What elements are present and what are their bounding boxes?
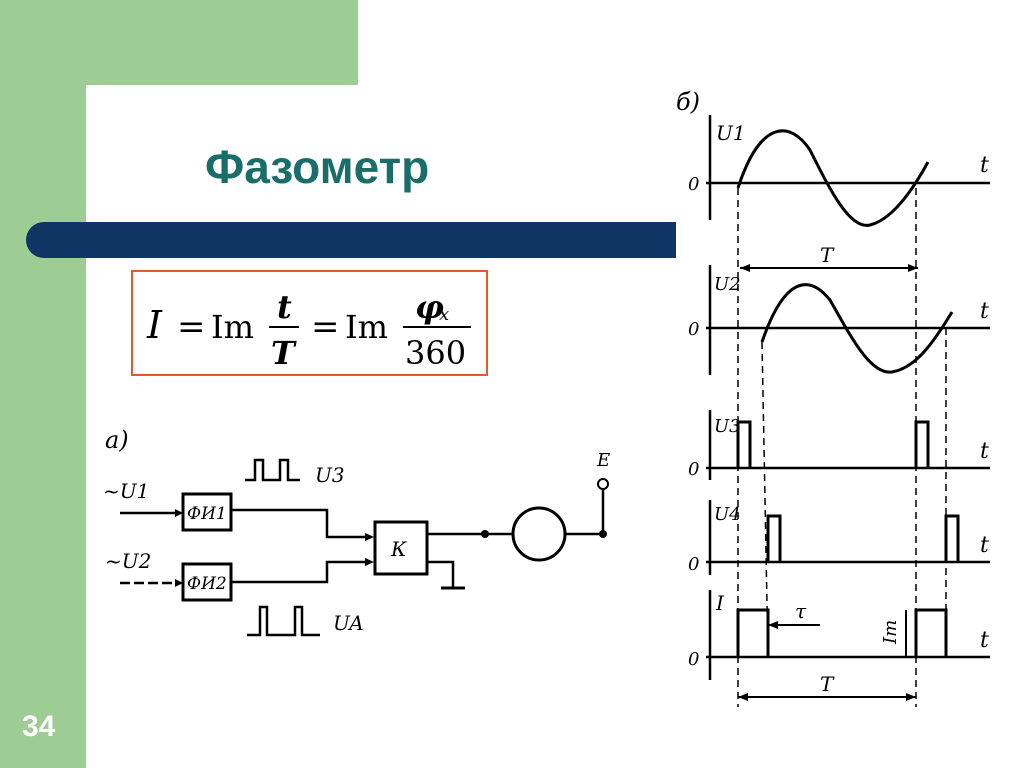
u4-zero: 0: [688, 554, 699, 575]
i-pulse-2: [914, 608, 948, 657]
i-label: I: [715, 591, 725, 615]
u3-pulse-2: [914, 420, 930, 468]
shaper2-label: ФИ2: [187, 574, 227, 594]
input1-label: ~U1: [103, 479, 149, 503]
key-label: К: [390, 537, 407, 561]
formula-frac2-sub: x: [439, 304, 449, 325]
u3-zero: 0: [688, 459, 699, 480]
wire-shaper1-key: [231, 508, 365, 539]
u1-wave: [736, 129, 930, 227]
formula-im1: Im: [211, 308, 254, 346]
tau-arrow: [768, 621, 778, 629]
pulse1-icon: [245, 458, 300, 482]
slide-title: Фазометр: [205, 141, 430, 193]
u1-t-label: t: [980, 153, 989, 178]
u3-label: U3: [714, 416, 741, 437]
input2-arrow: [175, 579, 183, 587]
shaper2-block: [181, 562, 233, 602]
timing-panel-label: б): [676, 88, 700, 116]
period-top-arrow-left: [740, 264, 750, 272]
u2-label: U2: [714, 274, 741, 295]
projection-line-2: [761, 341, 769, 658]
meter-node-left: [481, 530, 489, 538]
wire-shaper1-arrow: [365, 533, 374, 541]
content-card: [86, 85, 1024, 768]
block-panel-label: а): [105, 426, 129, 454]
formula-im2: Im: [345, 308, 388, 346]
u1-zero: 0: [688, 174, 699, 195]
u4-pulse-2: [944, 514, 960, 562]
timing-diagram: б) U1 0 t U2 0 t T U3 0 t U4 0 t I 0 t τ…: [676, 88, 990, 707]
meter-circle: [511, 506, 567, 562]
source-terminal: [597, 478, 609, 490]
u4-t-label: t: [980, 533, 989, 558]
u1-label: U1: [716, 121, 746, 145]
u3-t-label: t: [980, 439, 989, 464]
formula-lhs: I: [146, 303, 163, 347]
u2-zero: 0: [688, 319, 699, 340]
title-underline-bar: [26, 222, 676, 258]
formula-frac1-num: t: [277, 288, 292, 326]
source-label: E: [596, 450, 610, 471]
shaper1-block: [181, 492, 233, 532]
period-bottom-arrow-left: [738, 693, 748, 701]
i-pulse-1: [736, 608, 770, 657]
formula-frac1-den: T: [271, 334, 297, 372]
formula-box: I = Im t T = Im φ x 360: [131, 270, 488, 376]
ground-wire: [427, 560, 455, 588]
page-number: 34: [22, 710, 56, 743]
period-bottom-arrow-right: [906, 693, 916, 701]
u4-label: U4: [714, 504, 741, 525]
period-top-arrow-right: [908, 264, 918, 272]
green-left-band: [0, 0, 86, 768]
tau-label: τ: [795, 599, 807, 623]
u2-wave: [760, 283, 954, 374]
formula-frac2-num: φ: [415, 288, 444, 326]
u2-t-label: t: [980, 299, 989, 324]
pulse2-icon: [247, 605, 320, 637]
formula-frac2-den: 360: [405, 334, 466, 372]
im-label: Im: [880, 620, 901, 645]
block-diagram: а) ~U1 ФИ1 ~U2 ФИ2 U3 UA К E: [103, 426, 610, 637]
shaper1-label: ФИ1: [187, 504, 227, 524]
u4-pulse-1: [766, 514, 782, 562]
formula-eq2: =: [311, 307, 340, 347]
pulse2-label: UA: [333, 611, 364, 635]
i-t-label: t: [980, 628, 989, 653]
i-zero: 0: [688, 649, 699, 670]
wire-shaper2-key: [231, 560, 365, 584]
wire-shaper2-arrow: [365, 558, 374, 566]
key-block: [373, 520, 429, 576]
period-bottom-label: T: [820, 672, 835, 696]
input1-arrow: [175, 509, 183, 517]
period-top-label: T: [820, 243, 835, 267]
input2-label: ~U2: [105, 549, 151, 573]
formula-eq1: =: [177, 307, 206, 347]
pulse1-label: U3: [315, 463, 345, 487]
